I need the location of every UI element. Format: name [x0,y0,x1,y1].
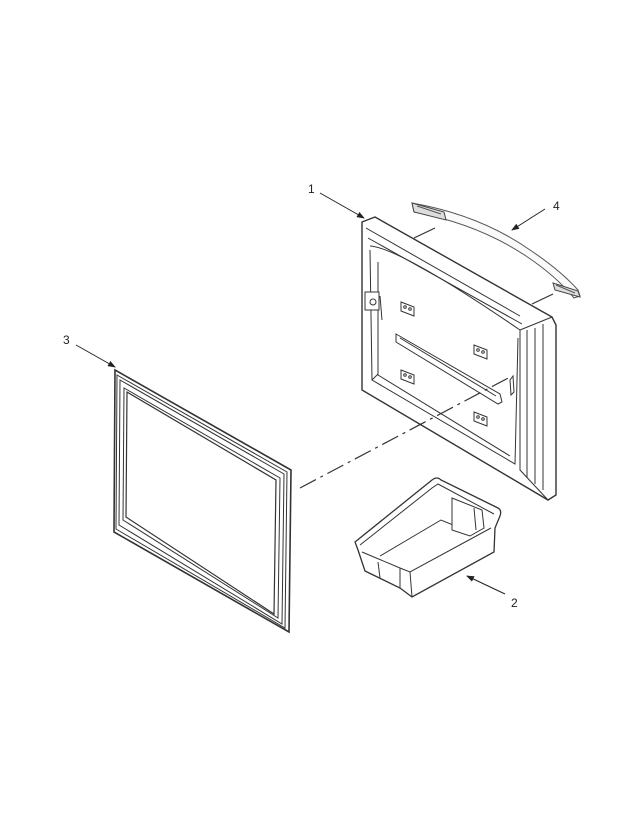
callout-label-1: 1 [308,182,315,196]
callout-arrow-4 [511,208,546,231]
handle-leader-line [413,227,436,239]
freezer-door [361,216,557,501]
callout-label-2: 2 [511,596,518,610]
door-gasket [113,368,292,634]
callout-arrow-3 [75,344,116,368]
ice-bin [354,477,502,598]
callout-arrow-2 [466,575,506,595]
callout-label-4: 4 [553,199,560,213]
callout-arrow-1 [319,192,365,219]
callout-label-3: 3 [63,333,70,347]
assembly-centerline [299,375,513,489]
handle-leader-line [531,293,554,305]
door-handle [411,202,581,299]
